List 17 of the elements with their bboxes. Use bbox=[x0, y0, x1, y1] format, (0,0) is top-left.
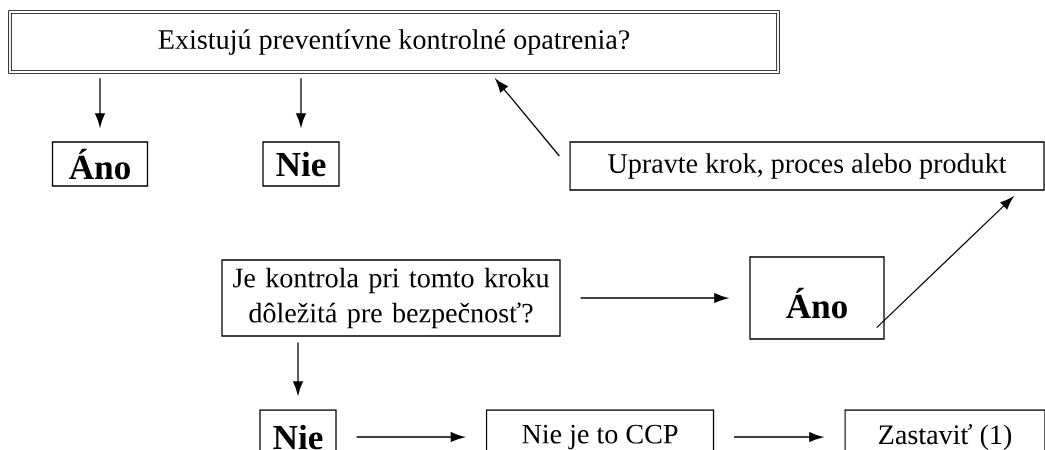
arrow bbox=[296, 77, 306, 127]
question-box: Je kontrola pri tomto kroku dôležitá pre bezpečnosť? bbox=[221, 259, 561, 337]
process-box: Upravte krok, proces alebo produkt bbox=[569, 141, 1045, 191]
answer-box: Nie bbox=[262, 141, 340, 187]
arrow bbox=[579, 293, 728, 303]
arrow bbox=[293, 341, 303, 395]
process-box: Nie je to CCP bbox=[485, 409, 715, 450]
process-box: Zastaviť (1) bbox=[844, 409, 1045, 450]
question-box: Existujú preventívne kontrolné opatrenia? bbox=[8, 10, 780, 74]
arrow bbox=[495, 79, 560, 157]
arrow bbox=[95, 77, 105, 127]
arrow bbox=[733, 432, 823, 442]
answer-box: Áno bbox=[749, 256, 885, 340]
arrow bbox=[355, 432, 464, 442]
answer-box: Áno bbox=[51, 141, 149, 187]
arrow bbox=[876, 196, 1014, 329]
answer-box: Nie bbox=[259, 409, 337, 450]
